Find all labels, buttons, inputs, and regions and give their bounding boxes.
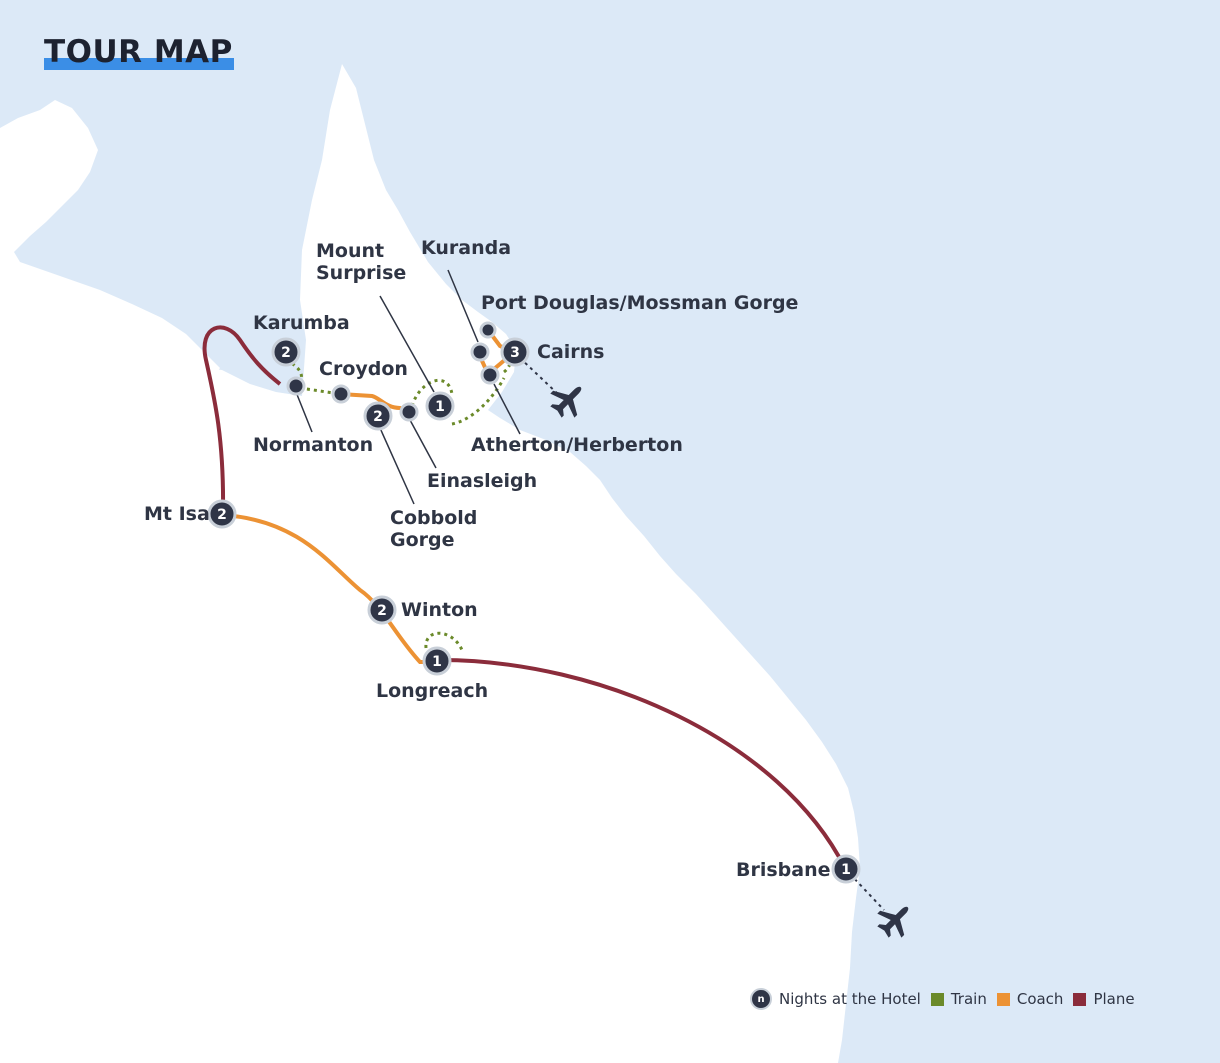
leader-einasleigh	[409, 419, 437, 469]
label-mt-isa: Mt Isa	[144, 503, 210, 525]
label-mount-surprise-line2: Surprise	[316, 262, 407, 284]
badge-karumba: 2	[271, 337, 301, 367]
legend-train-label: Train	[950, 990, 987, 1008]
stop-dots	[286, 321, 500, 422]
svg-text:2: 2	[217, 507, 227, 523]
title-underline	[44, 58, 234, 70]
label-kuranda: Kuranda	[421, 237, 512, 259]
legend-nights-label: Nights at the Hotel	[779, 990, 921, 1008]
land-queensland	[0, 64, 860, 1063]
badge-longreach: 1	[422, 646, 452, 676]
dot-port-douglas	[479, 321, 497, 339]
dot-croydon	[331, 384, 351, 404]
airplane-icon	[550, 386, 582, 418]
route-train-mount-surprise	[410, 378, 454, 407]
dot-atherton	[480, 365, 500, 385]
badge-cobbold: 2	[363, 401, 393, 431]
badge-winton: 2	[367, 595, 397, 625]
label-karumba: Karumba	[253, 312, 350, 334]
legend-coach-label: Coach	[1016, 990, 1064, 1008]
route-train-to-cairns	[451, 377, 506, 426]
label-cobbold-line2: Gorge	[390, 529, 455, 551]
svg-text:1: 1	[432, 654, 442, 670]
map-title-block: TOUR MAP	[44, 34, 234, 70]
label-cairns: Cairns	[537, 341, 605, 363]
legend-plane-swatch	[1073, 992, 1087, 1006]
flight-cairns-out	[519, 357, 561, 397]
dot-kuranda	[470, 342, 490, 362]
label-atherton: Atherton/Herberton	[471, 434, 683, 456]
svg-text:3: 3	[510, 345, 520, 361]
badge-cairns: 3	[500, 337, 530, 367]
svg-text:1: 1	[841, 862, 851, 878]
route-plane-mtisa-karumba	[202, 325, 282, 513]
route-train-longreach	[424, 631, 464, 651]
label-cobbold-line1: Cobbold	[390, 507, 478, 529]
label-brisbane: Brisbane	[736, 859, 831, 881]
land-northern-territory	[0, 100, 220, 376]
badge-mount-surprise: 1	[425, 391, 455, 421]
badge-brisbane: 1	[831, 854, 861, 884]
leader-atherton	[493, 383, 521, 435]
night-badges: 2 2 1 3 2 2 1 1	[207, 337, 861, 884]
airplane-icon	[877, 906, 909, 938]
flight-brisbane-out	[849, 873, 885, 911]
label-longreach: Longreach	[376, 680, 489, 702]
legend-train: Train	[930, 990, 987, 1008]
legend-coach: Coach	[996, 990, 1064, 1008]
dot-einasleigh	[399, 402, 419, 422]
label-croydon: Croydon	[319, 358, 408, 380]
legend-plane: Plane	[1073, 990, 1135, 1008]
label-port-douglas: Port Douglas/Mossman Gorge	[481, 292, 799, 314]
route-plane-longreach-brisbane	[439, 658, 847, 869]
label-einasleigh: Einasleigh	[427, 470, 538, 492]
page-title: TOUR MAP	[44, 34, 233, 70]
leader-kuranda	[447, 269, 479, 343]
badge-mt-isa: 2	[207, 499, 237, 529]
label-mount-surprise-line1: Mount	[316, 240, 385, 262]
legend-nights-badge: n	[750, 988, 772, 1010]
svg-text:2: 2	[373, 409, 383, 425]
map-legend: n Nights at the Hotel Train Coach Plane	[750, 986, 1135, 1012]
leader-lines	[295, 269, 521, 505]
svg-text:1: 1	[435, 399, 445, 415]
label-normanton: Normanton	[253, 434, 374, 456]
label-winton: Winton	[401, 599, 478, 621]
routes	[202, 325, 885, 911]
legend-coach-swatch	[996, 992, 1010, 1006]
dot-normanton	[286, 376, 306, 396]
route-coach-mtisa-longreach	[222, 513, 436, 664]
legend-train-swatch	[930, 992, 944, 1006]
svg-text:2: 2	[377, 603, 387, 619]
legend-nights: n Nights at the Hotel	[750, 988, 921, 1010]
svg-text:2: 2	[281, 345, 291, 361]
legend-plane-label: Plane	[1093, 990, 1135, 1008]
leader-cobbold	[379, 427, 415, 505]
leader-normanton	[295, 391, 313, 433]
leader-mount-surprise	[379, 295, 435, 393]
